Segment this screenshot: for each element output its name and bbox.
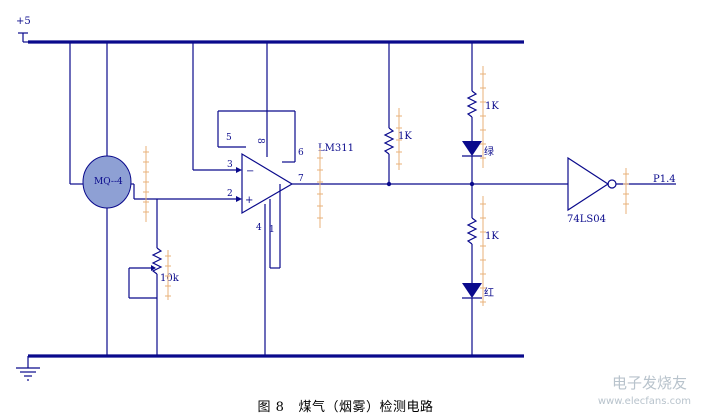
ground-symbol — [16, 356, 40, 381]
pin2-label: 2 — [227, 189, 233, 199]
vcc-terminal: +5 — [16, 16, 31, 43]
potentiometer: 10k — [128, 199, 180, 356]
r-bot-label: 1K — [485, 231, 499, 242]
pin5-label: 5 — [226, 133, 232, 143]
pin7-label: 7 — [298, 174, 304, 184]
pot-label: 10k — [160, 273, 180, 284]
opamp-plus: + — [245, 195, 253, 206]
output-label: P1.4 — [653, 174, 676, 185]
pin6-label: 6 — [298, 148, 304, 158]
pin4-label: 4 — [256, 223, 262, 233]
green-led-label: 绿 — [484, 145, 494, 158]
pin8-label: 8 — [255, 138, 265, 144]
watermark-logo: 电子发烧友 — [611, 374, 687, 392]
red-led-label: 红 — [484, 286, 494, 299]
green-led-branch: 1K 绿 — [462, 42, 499, 187]
sensor-label: MQ--4 — [94, 177, 123, 187]
red-led-branch: 1K 红 — [462, 184, 499, 356]
gas-sensor: MQ--4 — [69, 42, 134, 356]
designator-hatches — [143, 66, 629, 306]
pullup-label: 1K — [398, 131, 412, 142]
r-top-label: 1K — [485, 101, 499, 112]
pin3-label: 3 — [227, 160, 233, 170]
opamp-minus: − — [246, 166, 254, 177]
figure-title: 煤气（烟雾）检测电路 — [298, 400, 434, 415]
opamp-lm311: − + 3 2 5 8 6 7 4 1 LM311 — [192, 42, 354, 356]
pullup-resistor: 1K — [383, 42, 412, 187]
opamp-label: LM311 — [318, 143, 354, 154]
watermark-url: www.elecfans.com — [597, 396, 691, 407]
figure-caption: 图 8 煤气（烟雾）检测电路 — [0, 396, 705, 415]
inverter-74ls04: 74LS04 P1.4 — [567, 156, 676, 225]
pin1-label: 1 — [269, 225, 275, 235]
inverter-label: 74LS04 — [567, 214, 606, 225]
figure-number: 图 8 — [257, 400, 285, 415]
vcc-label: +5 — [16, 16, 31, 27]
